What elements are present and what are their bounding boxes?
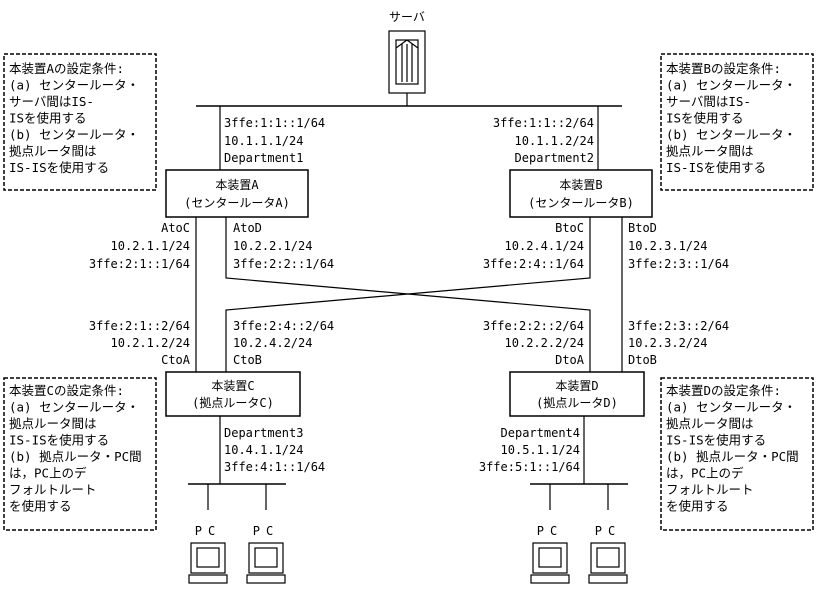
c-lower-label-2: 10.4.1.1/24 <box>224 443 303 457</box>
condition-b-line: サーバ間はIS- <box>666 94 751 109</box>
device-b-box <box>509 169 653 218</box>
dtoa-label-3: DtoA <box>555 353 585 367</box>
condition-box-b: 本装置Bの設定条件: (a) センタールータ・ サーバ間はIS- ISを使用する(… <box>660 53 814 191</box>
ctoa-label-3: CtoA <box>161 353 191 367</box>
condition-c-line: は，PC上のデ <box>9 466 87 481</box>
dtoa-label-2: 10.2.2.2/24 <box>505 336 584 350</box>
ctob-label-2: 10.2.4.2/24 <box>233 336 312 350</box>
btoc-label-1: BtoC <box>555 221 584 235</box>
condition-d-line: を使用する <box>666 499 729 514</box>
dtob-label-1: 3ffe:2:3::2/64 <box>628 319 729 333</box>
condition-c-line: 本装置Cの設定条件: <box>9 383 124 398</box>
btod-label-1: BtoD <box>628 221 657 235</box>
device-a-role: (センタールータA) <box>184 196 290 210</box>
pc-label: PC <box>195 524 221 538</box>
ctoa-label-1: 3ffe:2:1::2/64 <box>89 319 190 333</box>
btoc-label-3: 3ffe:2:4::1/64 <box>483 257 584 271</box>
condition-d-line: (a) センタールータ・ <box>666 400 796 415</box>
condition-a-line: (a) センタールータ・ <box>9 78 139 93</box>
condition-box-c: 本装置Cの設定条件: (a) センタールータ・ 拠点ルータ間は IS-ISを使用す… <box>3 377 157 531</box>
c-lower-label-1: Department3 <box>224 426 303 440</box>
condition-d-line: は，PC上のデ <box>666 466 744 481</box>
b-upper-label-1: 3ffe:1:1::2/64 <box>493 116 594 130</box>
dtoa-label-1: 3ffe:2:2::2/64 <box>483 319 584 333</box>
pc-icon <box>246 542 286 584</box>
condition-d-line: 拠点ルータ間は <box>666 416 754 431</box>
atoc-label-2: 10.2.1.1/24 <box>111 239 190 253</box>
device-c-name: 本装置C <box>211 379 254 393</box>
condition-b-line: (b) センタールータ・ <box>666 127 796 142</box>
btod-label-3: 3ffe:2:3::1/64 <box>628 257 729 271</box>
device-b-role: (センタールータB) <box>528 196 634 210</box>
atoc-label-3: 3ffe:2:1::1/64 <box>89 257 190 271</box>
condition-a-line: IS-ISを使用する <box>9 160 109 175</box>
device-d-box <box>509 371 645 417</box>
condition-c-line: フォルトルート <box>9 482 97 497</box>
condition-box-d: 本装置Dの設定条件: (a) センタールータ・ 拠点ルータ間は IS-ISを使用す… <box>660 377 814 531</box>
condition-b-line: 本装置Bの設定条件: <box>666 61 781 76</box>
a-upper-label-1: 3ffe:1:1::1/64 <box>224 116 325 130</box>
atoc-label-1: AtoC <box>161 221 190 235</box>
device-b-name: 本装置B <box>559 178 602 192</box>
server-label: サーバ <box>389 10 425 24</box>
condition-c-line: IS-ISを使用する <box>9 433 109 448</box>
pc-label: PC <box>253 524 279 538</box>
condition-b-line: 拠点ルータ間は <box>666 144 754 159</box>
a-upper-label-2: 10.1.1.1/24 <box>224 134 303 148</box>
atod-label-3: 3ffe:2:2::1/64 <box>233 257 334 271</box>
device-d-name: 本装置D <box>555 379 598 393</box>
dtob-label-2: 10.2.3.2/24 <box>628 336 707 350</box>
condition-a-line: ISを使用する <box>9 111 87 126</box>
condition-b-line: ISを使用する <box>666 111 744 126</box>
dtob-label-3: DtoB <box>628 353 657 367</box>
d-lower-label-2: 10.5.1.1/24 <box>501 443 580 457</box>
condition-d-line: (b) 拠点ルータ・PC間 <box>666 449 799 464</box>
device-d-role: (拠点ルータD) <box>536 396 618 410</box>
condition-a-line: (b) センタールータ・ <box>9 127 139 142</box>
device-a-box <box>165 169 309 218</box>
device-c-role: (拠点ルータC) <box>192 396 274 410</box>
link-b-c <box>225 217 591 372</box>
pc-icon <box>188 542 228 584</box>
atod-label-1: AtoD <box>233 221 262 235</box>
pc-group: PC PC PC PC <box>188 524 628 584</box>
condition-d-line: フォルトルート <box>666 482 754 497</box>
pc-label: PC <box>537 524 563 538</box>
condition-c-line: 拠点ルータ間は <box>9 416 97 431</box>
condition-b-line: IS-ISを使用する <box>666 160 766 175</box>
b-upper-label-2: 10.1.1.2/24 <box>515 134 594 148</box>
ctob-label-1: 3ffe:2:4::2/64 <box>233 319 334 333</box>
condition-c-line: (b) 拠点ルータ・PC間 <box>9 449 142 464</box>
condition-b-line: (a) センタールータ・ <box>666 78 796 93</box>
btod-label-2: 10.2.3.1/24 <box>628 239 707 253</box>
ctoa-label-2: 10.2.1.2/24 <box>111 336 190 350</box>
condition-a-line: 本装置Aの設定条件: <box>9 61 124 76</box>
pc-icon <box>530 542 570 584</box>
condition-box-a: 本装置Aの設定条件: (a) センタールータ・ サーバ間はIS- ISを使用する(… <box>3 53 157 191</box>
server-icon <box>388 30 426 94</box>
condition-a-line: 拠点ルータ間は <box>9 144 97 159</box>
b-upper-label-3: Department2 <box>515 151 594 165</box>
ctob-label-3: CtoB <box>233 353 262 367</box>
c-lower-label-3: 3ffe:4:1::1/64 <box>224 460 325 474</box>
btoc-label-2: 10.2.4.1/24 <box>505 239 584 253</box>
atod-label-2: 10.2.2.1/24 <box>233 239 312 253</box>
pc-label: PC <box>595 524 621 538</box>
condition-c-line: (a) センタールータ・ <box>9 400 139 415</box>
condition-d-line: IS-ISを使用する <box>666 433 766 448</box>
device-a-name: 本装置A <box>215 178 259 192</box>
pc-icon <box>588 542 628 584</box>
condition-d-line: 本装置Dの設定条件: <box>666 383 781 398</box>
condition-c-line: を使用する <box>9 499 72 514</box>
a-upper-label-3: Department1 <box>224 151 303 165</box>
device-c-box <box>165 371 301 417</box>
d-lower-label-3: 3ffe:5:1::1/64 <box>479 460 580 474</box>
condition-a-line: サーバ間はIS- <box>9 94 94 109</box>
d-lower-label-1: Department4 <box>501 426 580 440</box>
